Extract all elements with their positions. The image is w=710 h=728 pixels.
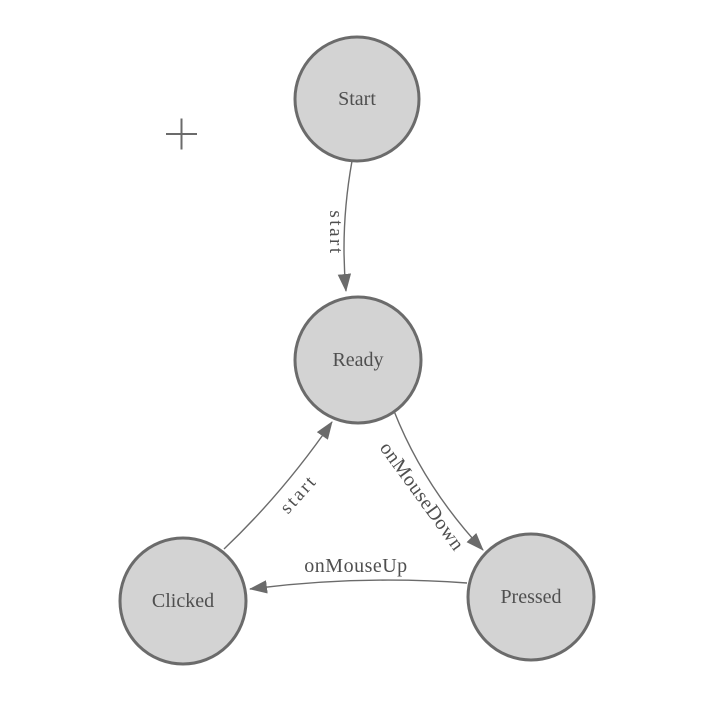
edge-ready-to-pressed-line[interactable] xyxy=(393,410,484,551)
edge-start-to-ready: start xyxy=(325,160,353,292)
edge-pressed-to-clicked-line[interactable] xyxy=(249,579,468,594)
state-node-start-label: Start xyxy=(338,88,376,110)
state-node-ready-circle[interactable] xyxy=(293,295,423,425)
state-node-pressed-circle[interactable] xyxy=(466,532,596,662)
crosshair-cursor-icon xyxy=(166,118,197,150)
edge-pressed-to-clicked: onMouseUp xyxy=(249,555,468,594)
edge-label-onmouseup[interactable]: onMouseUp xyxy=(304,555,407,577)
state-node-ready[interactable]: Ready xyxy=(293,295,423,425)
edge-label-onmousedown[interactable]: onMouseDown xyxy=(375,438,469,555)
edge-clicked-to-ready-line[interactable] xyxy=(223,421,333,550)
edge-ready-to-pressed: onMouseDown xyxy=(375,410,484,555)
edge-label-start-2[interactable]: start xyxy=(276,470,322,518)
state-node-start[interactable]: Start xyxy=(293,35,421,163)
state-node-clicked-label: Clicked xyxy=(152,590,214,612)
state-node-clicked-circle[interactable] xyxy=(118,536,248,666)
state-node-ready-label: Ready xyxy=(332,349,383,371)
state-node-clicked[interactable]: Clicked xyxy=(118,536,248,666)
state-node-start-circle[interactable] xyxy=(293,35,421,163)
state-node-pressed[interactable]: Pressed xyxy=(466,532,596,662)
edge-label-start-1[interactable]: start xyxy=(325,210,346,255)
edge-start-to-ready-line[interactable] xyxy=(337,160,353,292)
edge-clicked-to-ready: start xyxy=(223,421,333,550)
state-node-pressed-label: Pressed xyxy=(500,586,561,608)
